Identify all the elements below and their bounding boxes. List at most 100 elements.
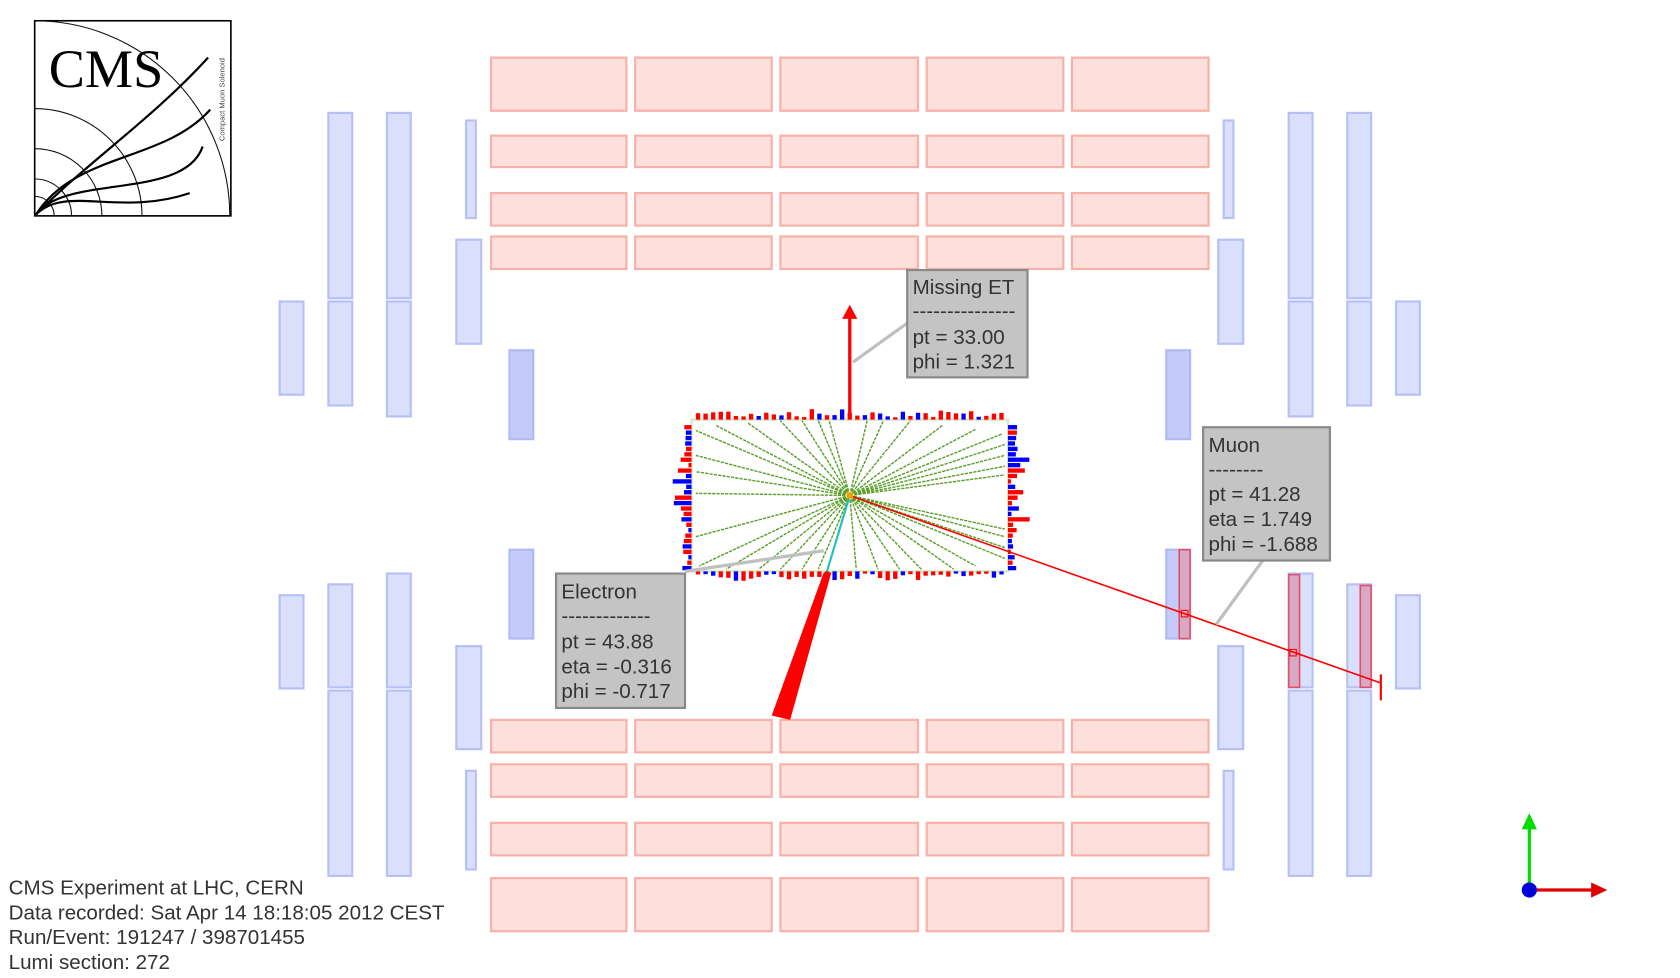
calorimeter-block — [1070, 192, 1210, 227]
track — [747, 422, 851, 497]
track — [695, 494, 850, 538]
tower — [673, 500, 692, 506]
electron-label[interactable]: Electron ------------- pt = 43.88 eta = … — [554, 572, 687, 710]
track — [849, 474, 1005, 497]
tower — [1008, 446, 1018, 452]
tower — [685, 435, 692, 441]
missing-et-label[interactable]: Missing ET --------------- pt = 33.00 ph… — [906, 268, 1029, 379]
tracks — [695, 420, 1006, 570]
track — [849, 424, 944, 497]
tower — [703, 571, 708, 575]
calorimeter-block — [779, 718, 920, 754]
tower — [683, 549, 692, 555]
tower — [946, 412, 951, 420]
muon-chamber — [327, 583, 354, 689]
tower — [877, 413, 883, 420]
track — [849, 454, 1005, 497]
tower — [1008, 517, 1030, 522]
muon-hits — [1178, 548, 1372, 689]
muon-chamber — [455, 238, 483, 345]
tower — [687, 560, 692, 565]
muon-track — [849, 494, 1382, 701]
tower — [1008, 495, 1018, 500]
tower — [809, 571, 814, 577]
track — [698, 494, 851, 567]
tower — [908, 416, 913, 420]
met-pt: pt = 33.00 — [913, 326, 1005, 349]
tower — [711, 571, 716, 576]
calorimeter-block — [1070, 56, 1210, 112]
tower — [953, 413, 959, 420]
tower — [681, 517, 692, 522]
tower — [1008, 544, 1014, 549]
muon-chamber — [508, 349, 535, 441]
calorimeter-block — [779, 235, 920, 271]
muon-chamber — [385, 111, 412, 300]
tower — [991, 571, 997, 578]
tower — [684, 452, 692, 457]
tower — [946, 571, 951, 577]
muon-chamber — [1287, 300, 1314, 418]
tower — [870, 571, 875, 575]
muon-chamber — [1394, 300, 1421, 396]
muon-chamber — [508, 548, 535, 640]
calorimeter-block — [779, 821, 920, 857]
tower — [999, 412, 1004, 420]
tower — [711, 412, 716, 420]
tower — [1008, 538, 1012, 544]
tower — [764, 412, 769, 420]
tower — [688, 555, 692, 560]
tower — [686, 484, 692, 489]
muon-pt: pt = 41.28 — [1209, 483, 1301, 506]
tower — [855, 571, 860, 579]
muon-chamber — [327, 111, 354, 300]
calorimeter-block — [925, 763, 1065, 798]
muon-eta: eta = 1.749 — [1209, 508, 1313, 531]
tower — [1008, 479, 1011, 484]
tower — [685, 533, 692, 538]
calorimeter-block — [779, 56, 920, 112]
calorimeter-block — [634, 763, 773, 798]
tower — [764, 571, 769, 575]
muon-chamber — [1217, 645, 1245, 751]
tower — [802, 417, 807, 420]
info-run-event: Run/Event: 191247 / 398701455 — [9, 926, 305, 949]
track — [849, 494, 1005, 538]
calorimeter-block — [925, 56, 1065, 112]
calorimeter-block — [634, 235, 773, 271]
tower — [718, 571, 723, 578]
muon-chamber — [327, 300, 354, 407]
tower — [885, 416, 890, 420]
tower — [786, 571, 792, 580]
track — [779, 420, 851, 496]
tower — [961, 413, 966, 420]
tower — [1008, 500, 1013, 506]
electron-track — [825, 495, 851, 572]
tower — [680, 506, 692, 511]
track — [695, 492, 850, 497]
tower — [756, 415, 761, 420]
tower — [915, 412, 921, 420]
track — [849, 495, 922, 570]
muon-label[interactable]: Muon -------- pt = 41.28 eta = 1.749 phi… — [1202, 426, 1331, 562]
tower — [1008, 511, 1012, 517]
calorimeter-block — [1070, 134, 1210, 169]
tower — [682, 544, 692, 549]
muon-title: Muon — [1209, 434, 1260, 457]
track — [849, 433, 1003, 497]
calorimeter-block — [925, 877, 1065, 933]
tower — [683, 511, 692, 517]
calorimeter-towers — [672, 409, 1030, 581]
tower — [1008, 565, 1017, 571]
tower — [968, 411, 974, 420]
logo-subtitle: Compact Muon Solenoid — [217, 58, 226, 141]
tower — [684, 425, 692, 430]
tower — [847, 571, 852, 576]
electron-energy-deposit — [771, 572, 832, 720]
track — [725, 494, 851, 570]
tower — [900, 571, 906, 576]
info-date: Data recorded: Sat Apr 14 18:18:05 2012 … — [9, 901, 445, 924]
muon-chamber — [385, 300, 412, 418]
calorimeter-block — [489, 192, 628, 227]
